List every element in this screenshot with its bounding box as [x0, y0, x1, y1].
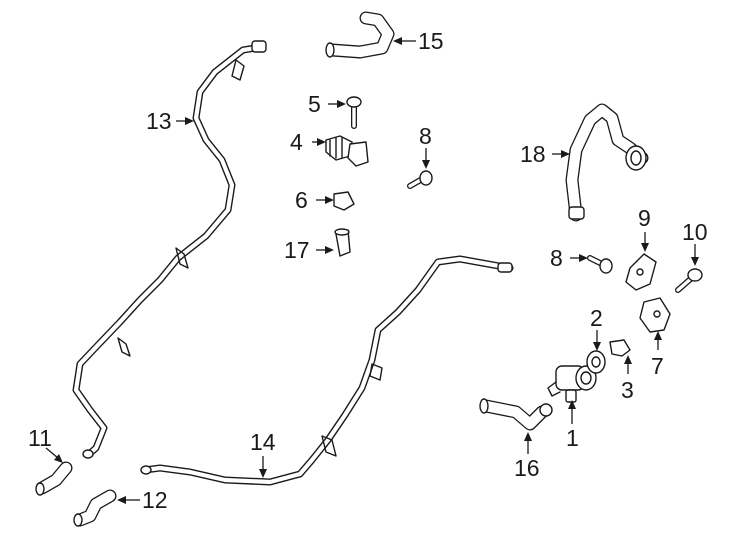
callout-2: 2 [590, 305, 603, 331]
callout-7: 7 [651, 353, 664, 379]
part-8-bolt-lower [587, 255, 613, 274]
part-12-hose [73, 489, 117, 527]
part-14-tube [140, 255, 514, 486]
part-18-hose [565, 103, 649, 222]
callout-1: 1 [566, 425, 579, 451]
part-7-bracket [639, 297, 671, 333]
part-2-grommet [586, 350, 606, 374]
part-9-bracket [625, 253, 657, 291]
callout-12: 12 [142, 487, 168, 513]
part-17-fitting [334, 228, 351, 257]
callout-10: 10 [682, 219, 708, 245]
part-16-hose [479, 398, 553, 431]
callout-16: 16 [514, 455, 540, 481]
callout-8-upper: 8 [419, 123, 432, 149]
part-11-hose [35, 461, 73, 496]
part-3-insulator [609, 339, 631, 357]
part-8-bolt-upper [407, 170, 433, 189]
callout-9: 9 [638, 205, 651, 231]
callout-6: 6 [295, 187, 308, 213]
callout-13: 13 [146, 108, 172, 134]
part-6-clip [333, 191, 355, 211]
part-1-pump [547, 365, 597, 403]
callout-18: 18 [520, 141, 546, 167]
callout-17: 17 [284, 237, 310, 263]
callout-4: 4 [290, 129, 303, 155]
callout-5: 5 [308, 91, 321, 117]
callout-14: 14 [250, 429, 276, 455]
callout-3: 3 [621, 377, 634, 403]
callout-15: 15 [418, 28, 444, 54]
part-4-connector [325, 135, 369, 167]
callout-8-lower: 8 [550, 245, 563, 271]
part-15-hose [325, 11, 395, 59]
callout-leaders [45, 37, 699, 504]
part-13-tube [72, 40, 267, 459]
part-10-bolt [675, 268, 703, 293]
callout-labels: 1 2 3 4 5 6 7 8 8 9 10 11 12 13 14 15 16… [28, 28, 708, 513]
callout-11: 11 [28, 425, 52, 451]
part-5-bolt [346, 96, 362, 129]
